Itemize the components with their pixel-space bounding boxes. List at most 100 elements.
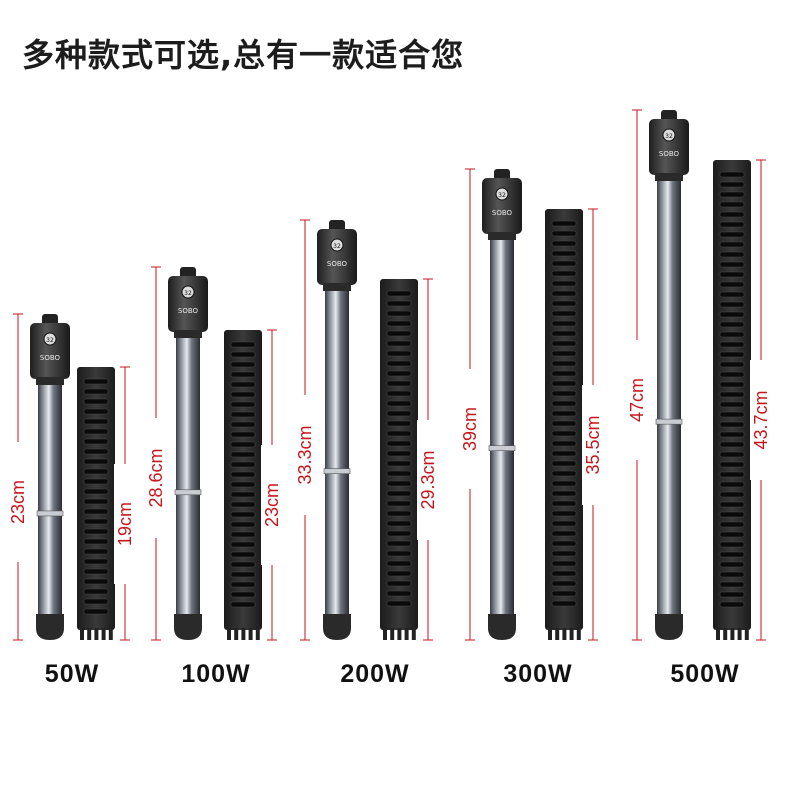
protective-guard xyxy=(380,279,418,640)
guard-length-label: 23cm xyxy=(261,445,283,565)
guard-slot xyxy=(386,360,412,367)
wattage-label: 100W xyxy=(181,660,251,688)
guard-slot xyxy=(551,360,577,367)
guard-slot xyxy=(551,430,577,437)
guard-slot xyxy=(230,471,256,478)
guard-tooth xyxy=(555,628,560,640)
guard-slot xyxy=(719,251,745,258)
guard-slot xyxy=(386,580,412,587)
guard-slot xyxy=(551,270,577,277)
guard-slot xyxy=(386,320,412,327)
end-cap xyxy=(655,614,683,640)
guard-slot xyxy=(719,601,745,608)
guard-tooth xyxy=(227,628,231,640)
guard-slot xyxy=(230,371,256,378)
heater-length-label: 33.3cm xyxy=(294,394,316,515)
brand-label: SOBO xyxy=(492,209,513,217)
guard-slot xyxy=(719,551,745,558)
dial-icon xyxy=(181,285,195,299)
glass-tube xyxy=(176,338,200,614)
heater-length-label: 28.6cm xyxy=(145,418,167,538)
wattage-label: 300W xyxy=(503,660,573,688)
guard-slot xyxy=(83,378,109,385)
heater-length-label: 39cm xyxy=(459,369,481,489)
guard-slot xyxy=(719,301,745,308)
guard-slot xyxy=(83,408,109,415)
guard-slot xyxy=(83,488,109,495)
guard-slot xyxy=(719,361,745,368)
guard-slot xyxy=(719,441,745,448)
guard-slot xyxy=(230,561,256,568)
guard-slot xyxy=(386,470,412,477)
guard-tooth xyxy=(562,628,567,640)
guard-tooth xyxy=(241,628,246,640)
guard-tooth xyxy=(411,628,416,640)
guard-slot xyxy=(719,281,745,288)
guard-slot xyxy=(83,528,109,535)
guard-slot xyxy=(386,440,412,447)
guard-slot xyxy=(719,531,745,538)
guard-slot xyxy=(551,280,577,287)
guard-slot xyxy=(551,350,577,357)
guard-slot xyxy=(386,500,412,507)
guard-slot xyxy=(386,540,412,547)
guard-slot xyxy=(386,490,412,497)
guard-slot xyxy=(230,441,256,448)
guard-tooth xyxy=(548,628,552,640)
guard-slot xyxy=(230,541,256,548)
brand-label: SOBO xyxy=(40,354,61,362)
guard-slot xyxy=(719,261,745,268)
guard-slot xyxy=(719,511,745,518)
guard-slot xyxy=(83,478,109,485)
guard-slot xyxy=(551,370,577,377)
guard-slot xyxy=(83,458,109,465)
guard-tooth xyxy=(87,628,92,640)
protective-guard xyxy=(713,160,751,640)
heater-length-label: 23cm xyxy=(7,441,29,562)
guard-slot xyxy=(83,468,109,475)
guard-tooth xyxy=(404,628,409,640)
tube-ring xyxy=(488,445,516,452)
guard-slot xyxy=(551,560,577,567)
guard-slot xyxy=(719,331,745,338)
collar xyxy=(488,232,516,240)
guard-slot xyxy=(719,351,745,358)
guard-slot xyxy=(551,520,577,527)
guard-tooth xyxy=(730,628,735,640)
guard-slot xyxy=(551,500,577,507)
guard-slot xyxy=(230,411,256,418)
glass-tube xyxy=(657,181,681,614)
guard-slot xyxy=(551,230,577,237)
guard-slot xyxy=(386,460,412,467)
wattage-label: 200W xyxy=(340,660,410,688)
guard-slot xyxy=(551,470,577,477)
collar xyxy=(174,330,202,338)
wattage-label: 500W xyxy=(670,660,740,688)
guard-slot xyxy=(719,291,745,298)
guard-slot xyxy=(551,570,577,577)
guard-slot xyxy=(386,310,412,317)
glass-tube xyxy=(325,291,349,614)
guard-slot xyxy=(551,510,577,517)
guard-slot xyxy=(230,521,256,528)
guard-length-label: 35.5cm xyxy=(582,384,604,505)
guard-slot xyxy=(230,461,256,468)
guard-slot xyxy=(230,571,256,578)
guard-slot xyxy=(551,480,577,487)
guard-slot xyxy=(386,590,412,597)
guard-slot xyxy=(719,411,745,418)
heater-cap xyxy=(317,229,357,285)
brand-label: SOBO xyxy=(327,260,348,268)
guard-slot xyxy=(719,231,745,238)
guard-slot xyxy=(386,350,412,357)
guard-slot xyxy=(719,421,745,428)
guard-slot xyxy=(230,431,256,438)
guard-slot xyxy=(83,428,109,435)
guard-slot xyxy=(83,598,109,605)
guard-slot xyxy=(719,321,745,328)
protective-guard xyxy=(224,330,262,640)
guard-slot xyxy=(719,481,745,488)
dial-number: 32 xyxy=(498,192,506,199)
guard-slot xyxy=(719,221,745,228)
